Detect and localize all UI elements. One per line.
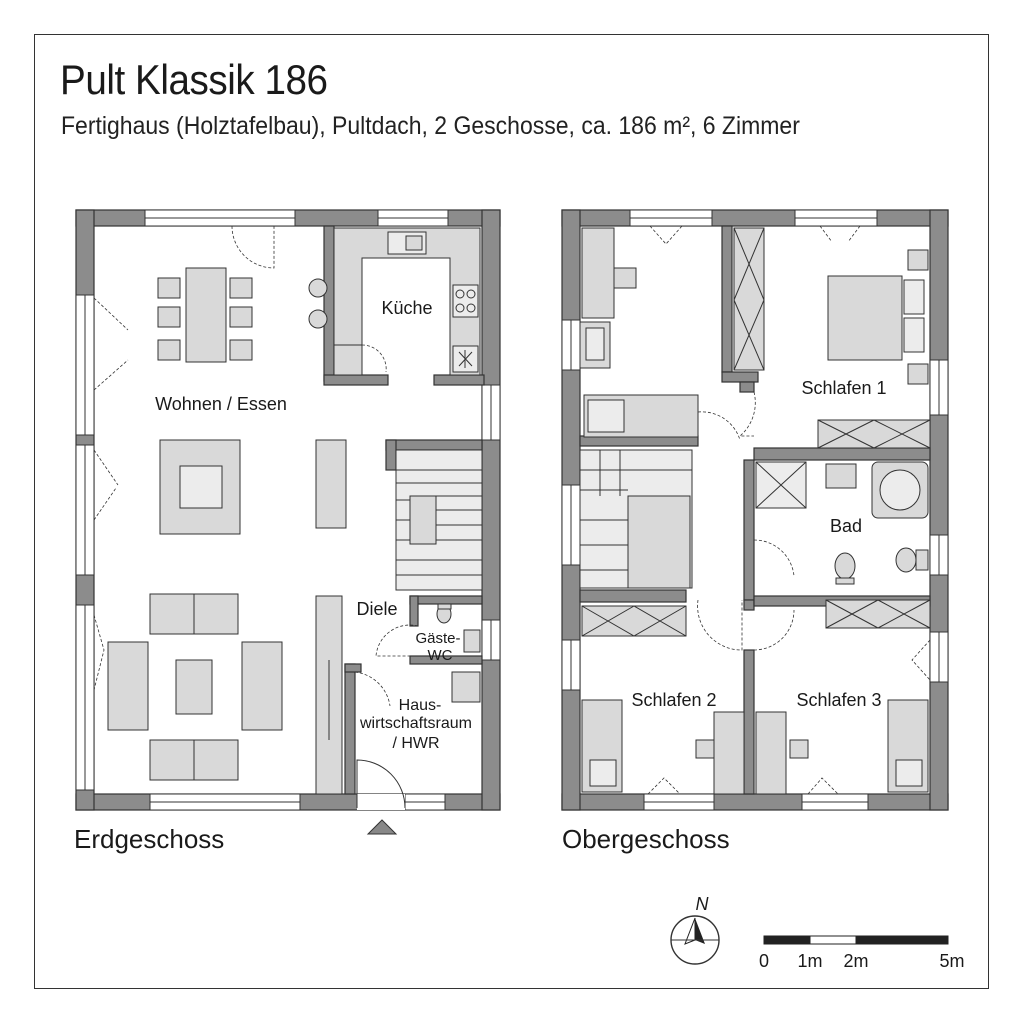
room-label-utility-3: / HWR [392, 735, 439, 752]
plan-subtitle: Fertighaus (Holztafelbau), Pultdach, 2 G… [61, 112, 800, 140]
uf-wall-east [929, 209, 949, 811]
plan-title: Pult Klassik 186 [60, 56, 328, 103]
uf-wall-north [561, 209, 949, 227]
gf-wall-east [481, 209, 501, 811]
sofa-left [107, 641, 149, 731]
north-arrow-icon: N [670, 894, 720, 965]
scale-label-1: 1m [797, 951, 822, 971]
scale-bar: 0 1m 2m 5m [759, 935, 965, 971]
uf-wall-south [561, 793, 949, 811]
dining-table [185, 267, 227, 363]
room-label-bed2: Schlafen 2 [631, 690, 716, 710]
sofa-right [241, 641, 283, 731]
room-label-bed3: Schlafen 3 [796, 690, 881, 710]
kitchen-wall-west [323, 225, 335, 382]
room-label-living: Wohnen / Essen [155, 394, 287, 414]
ground-floor-plan [75, 209, 501, 835]
room-label-utility-2: wirtschaftsraum [359, 715, 472, 732]
room-label-kitchen: Küche [381, 298, 432, 318]
north-label: N [696, 894, 710, 914]
entrance-arrow-icon [366, 819, 398, 835]
room-label-bed1: Schlafen 1 [801, 378, 886, 398]
floor-label-ground: Erdgeschoss [74, 824, 224, 854]
scale-label-5: 5m [939, 951, 964, 971]
room-label-bath: Bad [830, 516, 862, 536]
coffee-table [175, 659, 213, 715]
room-label-wc-2: WC [428, 647, 453, 664]
scale-label-2: 2m [843, 951, 868, 971]
double-bed [827, 275, 903, 361]
wardrobe-bed1 [733, 227, 765, 371]
room-label-hall: Diele [356, 599, 397, 619]
upper-floor-plan [561, 209, 949, 811]
room-label-utility-1: Haus- [399, 697, 442, 714]
scale-label-0: 0 [759, 951, 769, 971]
cooktop [452, 284, 479, 318]
floor-label-upper: Obergeschoss [562, 824, 730, 854]
room-label-wc-1: Gäste- [415, 630, 460, 647]
